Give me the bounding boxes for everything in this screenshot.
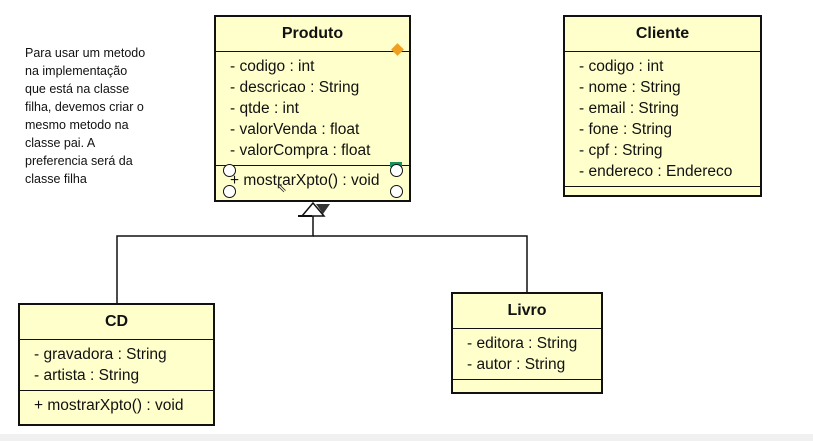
canvas-bottom-edge [0,434,813,441]
attribute[interactable]: - codigo : int [230,58,315,75]
attributes-compartment: - codigo : int - descricao : String - qt… [216,52,409,166]
generalization-arrowhead[interactable] [300,201,326,217]
class-name: Produto [216,17,409,52]
attribute[interactable]: - cpf : String [579,142,663,159]
attribute[interactable]: - fone : String [579,121,673,138]
class-produto[interactable]: Produto - codigo : int - descricao : Str… [214,15,411,202]
attribute[interactable]: - autor : String [467,356,566,373]
attribute[interactable]: - nome : String [579,79,681,96]
resize-handle-icon[interactable] [223,164,236,177]
operations-compartment: + mostrarXpto() : void [20,391,213,420]
resize-handle-icon[interactable] [390,185,403,198]
note-line: filha, devemos criar o [25,100,144,114]
attributes-compartment: - gravadora : String - artista : String [20,340,213,391]
note-line: que está na classe [25,82,130,96]
attribute[interactable]: - valorCompra : float [230,142,371,159]
operations-compartment [453,380,601,392]
operation[interactable]: + mostrarXpto() : void [34,397,184,414]
attribute[interactable]: - codigo : int [579,58,664,75]
note-line: classe filha [25,172,87,186]
attribute[interactable]: - artista : String [34,367,140,384]
operations-compartment [565,187,760,197]
attribute[interactable]: - email : String [579,100,679,117]
note-line: classe pai. A [25,136,96,150]
selection-tick-marker [316,204,330,214]
attribute[interactable]: - valorVenda : float [230,121,360,138]
note-line: preferencia será da [25,154,133,168]
note-line: na implementação [25,64,128,78]
resize-handle-icon[interactable] [390,164,403,177]
class-cliente[interactable]: Cliente - codigo : int - nome : String -… [563,15,762,197]
livro-generalization-line[interactable] [313,235,528,292]
note-line: mesmo metodo na [25,118,129,132]
attributes-compartment: - codigo : int - nome : String - email :… [565,52,760,187]
class-cd[interactable]: CD - gravadora : String - artista : Stri… [18,303,215,426]
attribute[interactable]: - endereco : Endereco [579,163,733,180]
attribute[interactable]: - qtde : int [230,100,299,117]
attributes-compartment: - editora : String - autor : String [453,329,601,380]
operations-compartment: + mostrarXpto() : void [216,166,409,195]
class-name: Cliente [565,17,760,52]
attribute[interactable]: - gravadora : String [34,346,167,363]
note-line: Para usar um metodo [25,46,146,60]
operation[interactable]: + mostrarXpto() : void [230,172,380,189]
class-name: Livro [453,294,601,329]
attribute[interactable]: - descricao : String [230,79,360,96]
cd-generalization-line[interactable] [116,216,314,303]
class-name: CD [20,305,213,340]
class-livro[interactable]: Livro - editora : String - autor : Strin… [451,292,603,394]
attribute[interactable]: - editora : String [467,335,578,352]
diagram-note: Para usar um metodo na implementação que… [25,44,175,188]
resize-handle-icon[interactable] [223,185,236,198]
mouse-cursor-icon: ⇖ [276,180,287,195]
